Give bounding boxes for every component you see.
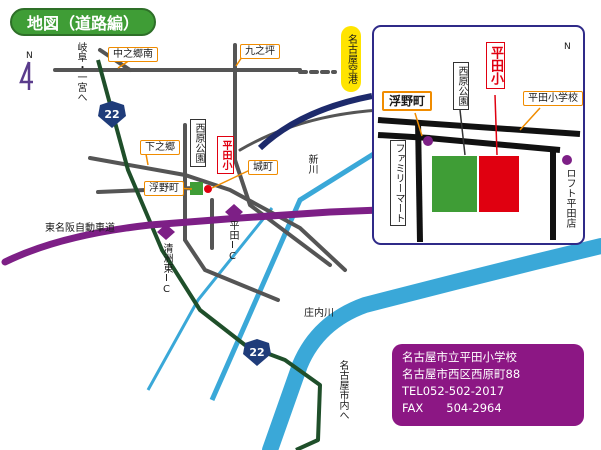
inset-leader-ukino [414,112,423,137]
info-address: 名古屋市西区西原町88 [402,367,521,381]
school-info-box: 名古屋市立平田小学校 名古屋市西区西原町88 TEL052-502-2017 F… [392,344,584,426]
inset-frame [372,25,585,245]
label-nishihara-park: 西原公園 [190,119,206,167]
label-hirata-school: 平田小 [217,136,234,174]
airport-road [257,93,373,151]
road-curve-ne [238,108,382,152]
route-22-number-north: 22 [104,108,120,121]
info-school-name: 名古屋市立平田小学校 [402,350,517,364]
inset-roads [377,117,581,243]
hirata-ic-marker [225,204,243,220]
inset-leader-school-full [519,107,541,131]
station-dot-icon [423,136,433,146]
label-hirata-ic: 平田IC [227,220,238,262]
inset-label-hirata-school: 平田小 [486,42,505,89]
leader-shiro [211,169,251,189]
route-shield-icon [98,101,126,128]
shonai-river [262,238,601,450]
label-ukino-cho: 浮野町 [144,181,184,196]
label-shonai-river: 庄内川 [304,308,334,319]
small-river [146,207,274,391]
north-label-inset: N [564,42,571,52]
road-vert-a [183,123,280,302]
route-22-number-south: 22 [249,346,265,359]
school-marker [204,185,212,193]
inset-leader-school [494,94,498,156]
label-gifu-ichinomiya: 岐阜・一宮へ [75,42,86,102]
kiyosu-ic-marker [157,224,175,240]
north-arrow-icon [19,61,33,90]
leader-shimonogo [145,153,149,166]
station-dot-icon [562,155,572,165]
park-marker [190,182,203,195]
inset-park [432,156,477,212]
inset-school [479,156,519,212]
inset-label-ukino-cho: 浮野町 [382,91,433,111]
road-shimonogo [88,156,347,272]
label-shiro-cho: 城町 [248,160,278,175]
inset-label-hirata-school-full: 平田小学校 [523,91,583,106]
tomei-han-expressway [1,206,384,266]
label-tomei-expressway: 東名阪自動車道 [45,223,115,234]
inset-label-loft: ロフト平田店 [564,168,575,228]
label-shimonogo: 下之郷 [140,140,180,155]
label-to-nagoya-city: 名古屋市内へ [337,360,348,420]
inset-label-family-mart: ファミリーマート [390,140,406,226]
info-tel[interactable]: TEL052-502-2017 [402,384,505,398]
north-label: N [26,51,33,61]
label-airport: 名古屋空港 [341,26,361,92]
label-kunotsubo: 九之坪 [240,44,280,59]
info-fax: FAX 504-2964 [402,401,502,415]
inset-label-nishihara-park: 西原公園 [453,62,469,110]
road-kunotsubo [233,43,332,267]
route-shield-icon [243,339,271,366]
shinkawa-river [209,147,382,402]
inset-leader-park [459,109,466,156]
label-nakanogo-minami: 中之郷南 [108,47,158,62]
page-title: 地図（道路編） [10,8,156,36]
label-kiyosu-higashi-ic: 清洲東IC [161,243,172,295]
label-shinkawa: 新川 [306,154,317,174]
